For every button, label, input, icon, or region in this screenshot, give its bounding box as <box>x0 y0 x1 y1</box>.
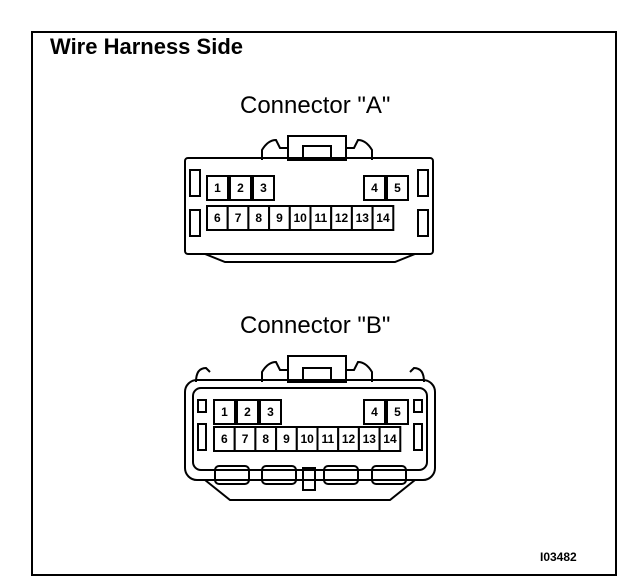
connector-b-label: Connector "B" <box>240 312 391 339</box>
pin-number: 4 <box>371 405 378 419</box>
pin-number: 2 <box>244 405 251 419</box>
pin-number: 11 <box>315 211 328 225</box>
pin-number: 7 <box>235 211 242 225</box>
pin-cell <box>378 426 402 452</box>
pin-number: 8 <box>255 211 262 225</box>
pin-number: 6 <box>221 432 228 446</box>
pin-cell <box>371 205 395 231</box>
pin-cell <box>229 175 252 201</box>
pin-number: 10 <box>300 432 314 446</box>
pin-number: 5 <box>394 405 401 419</box>
pin-number: 5 <box>394 181 401 195</box>
pin-cell <box>252 175 275 201</box>
pin-number: 9 <box>283 432 290 446</box>
pin-cell <box>363 399 386 425</box>
connector-a <box>184 135 434 263</box>
pin-number: 1 <box>221 405 228 419</box>
pin-number: 2 <box>237 181 244 195</box>
pin-number: 4 <box>371 181 378 195</box>
connector-b <box>184 355 436 501</box>
figure-id: I03482 <box>540 550 577 564</box>
pin-number: 8 <box>262 432 269 446</box>
pin-cell <box>213 399 236 425</box>
pin-cell <box>236 399 259 425</box>
pin-number: 10 <box>293 211 307 225</box>
pin-number: 14 <box>383 432 397 446</box>
pin-number: 12 <box>342 432 356 446</box>
pin-number: 13 <box>363 432 377 446</box>
pin-number: 1 <box>214 181 221 195</box>
pin-cell <box>386 175 409 201</box>
connector-a-label: Connector "A" <box>240 92 391 119</box>
pin-number: 9 <box>276 211 283 225</box>
pin-number: 14 <box>376 211 390 225</box>
pin-number: 13 <box>356 211 370 225</box>
pin-cell <box>386 399 409 425</box>
pin-number: 12 <box>335 211 349 225</box>
page-title: Wire Harness Side <box>50 34 243 59</box>
pin-number: 3 <box>260 181 267 195</box>
diagram-frame <box>31 31 617 576</box>
pin-number: 3 <box>267 405 274 419</box>
pin-number: 7 <box>242 432 249 446</box>
pin-cell <box>206 175 229 201</box>
pin-cell <box>259 399 282 425</box>
pin-number: 11 <box>322 432 335 446</box>
pin-number: 6 <box>214 211 221 225</box>
pin-cell <box>363 175 386 201</box>
